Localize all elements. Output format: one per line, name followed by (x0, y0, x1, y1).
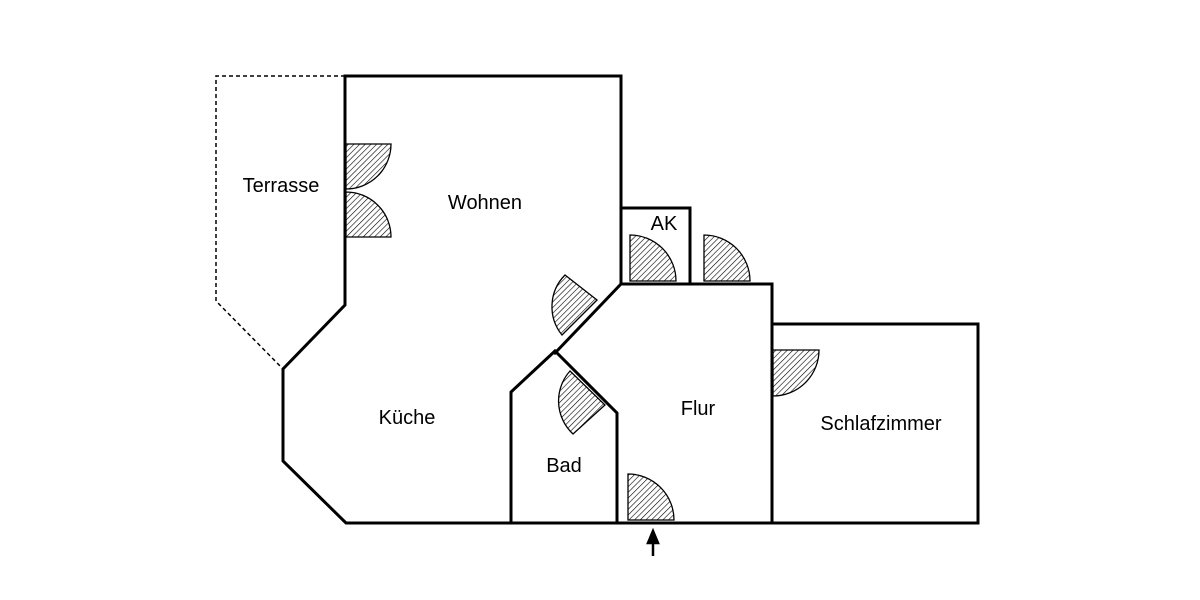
flur-upper-door-icon (703, 234, 751, 282)
bathroom-walls (509, 348, 619, 525)
terrace-outline (215, 75, 345, 370)
terrace-door-upper-icon (345, 143, 392, 190)
room-label-bad: Bad (546, 455, 582, 477)
room-label-kueche: Küche (379, 407, 436, 429)
wohnen-flur-door-icon (551, 274, 598, 336)
room-label-schlafzimmer: Schlafzimmer (820, 413, 941, 435)
entrance-arrow-icon (646, 527, 660, 556)
terrace-door-lower-icon (345, 191, 392, 238)
room-label-terrasse: Terrasse (243, 175, 320, 197)
room-label-ak: AK (651, 213, 678, 235)
bedroom-walls (770, 322, 980, 525)
ak-walls (619, 206, 692, 286)
room-label-flur: Flur (681, 398, 716, 420)
hallway-walls (552, 282, 774, 525)
ak-door-icon (629, 234, 677, 282)
entrance-door-icon (627, 473, 675, 521)
bathroom-door-icon (557, 370, 606, 435)
living-kitchen-walls (281, 74, 980, 525)
room-label-wohnen: Wohnen (448, 192, 522, 214)
bedroom-door-icon (772, 349, 820, 397)
